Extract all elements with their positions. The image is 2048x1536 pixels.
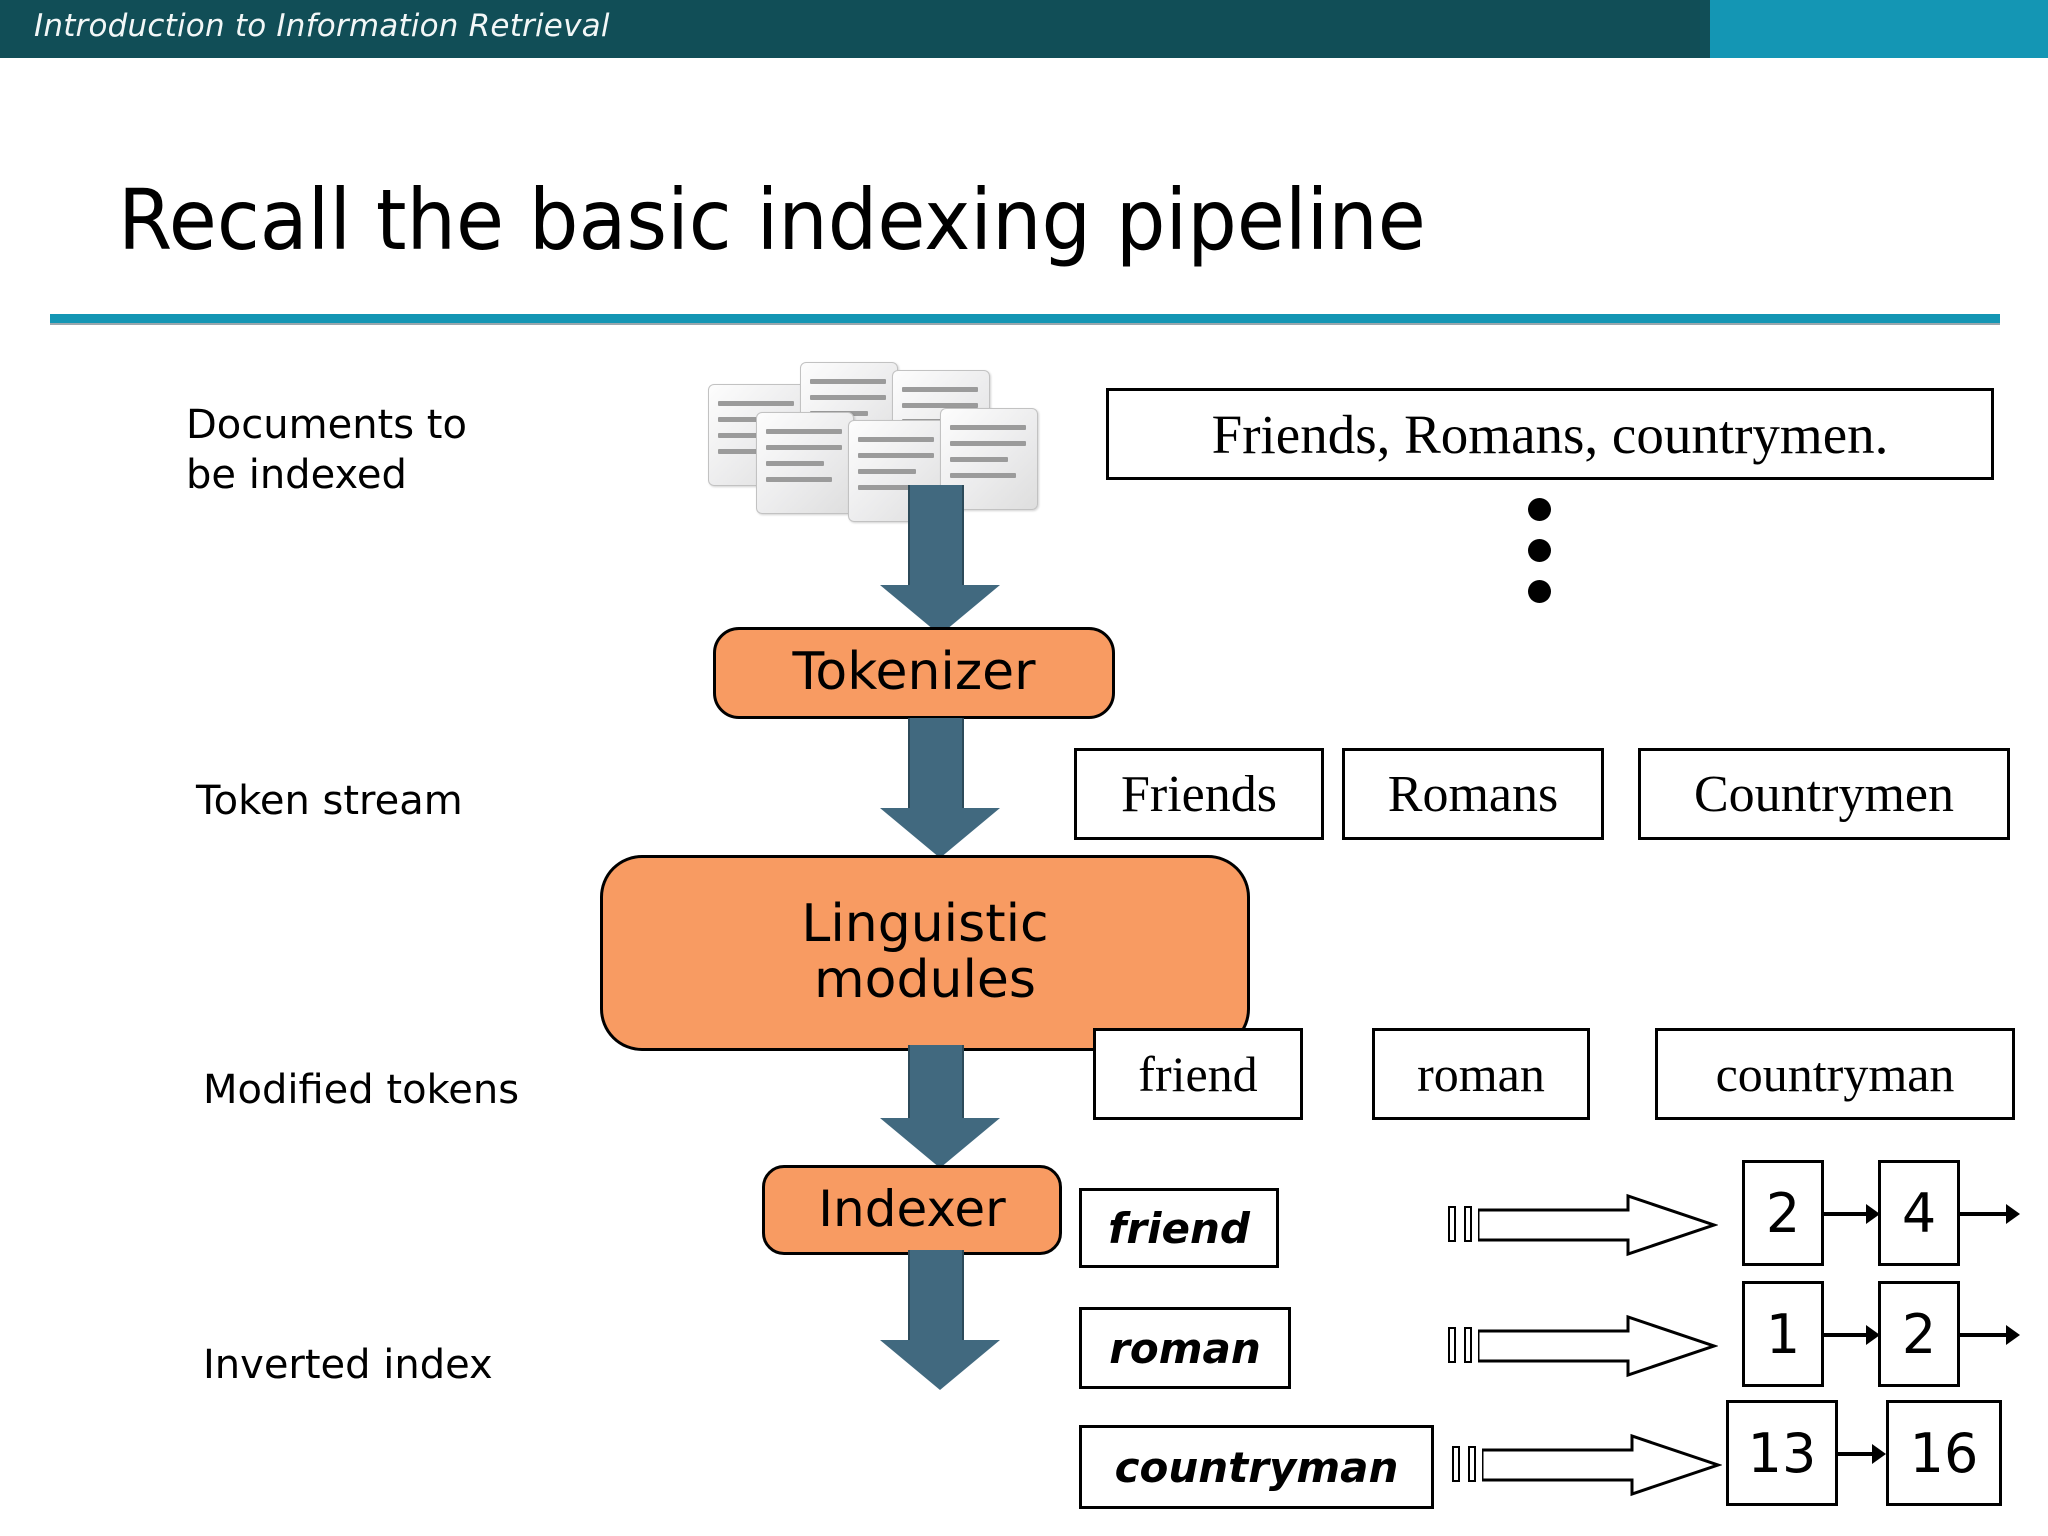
link-arrow-icon <box>1960 1204 2020 1224</box>
block-arrow-icon <box>1448 1313 1718 1379</box>
documents-stack-icon <box>708 362 1058 522</box>
link-arrow-icon <box>1960 1325 2020 1345</box>
stage-label-inverted-index: Inverted index <box>203 1342 493 1388</box>
modified-token-box: roman <box>1372 1028 1590 1120</box>
header-band-light <box>1710 0 2048 58</box>
link-arrow-icon <box>1838 1444 1886 1464</box>
flow-arrow-documents-to-tokenizer <box>880 485 1000 635</box>
sample-document-box: Friends, Romans, countrymen. <box>1106 388 1994 480</box>
posting-box: 16 <box>1886 1400 2002 1506</box>
block-arrow-icon <box>1452 1432 1722 1498</box>
link-arrow-icon <box>1824 1325 1880 1345</box>
posting-box: 2 <box>1742 1160 1824 1266</box>
posting-box: 4 <box>1878 1160 1960 1266</box>
token-box: Friends <box>1074 748 1324 840</box>
index-term-box: friend <box>1079 1188 1279 1268</box>
stage-label-documents: Documents to be indexed <box>186 402 467 499</box>
posting-box: 1 <box>1742 1281 1824 1387</box>
stage-label-token-stream: Token stream <box>196 778 463 824</box>
token-box: Countrymen <box>1638 748 2010 840</box>
vertical-ellipsis-icon <box>1528 498 1558 621</box>
process-box-indexer[interactable]: Indexer <box>762 1165 1062 1255</box>
posting-box: 13 <box>1726 1400 1838 1506</box>
flow-arrow-tokenizer-to-linguistic <box>880 718 1000 868</box>
title-divider-rule <box>50 314 2000 325</box>
stage-label-modified-tokens: Modified tokens <box>203 1067 520 1113</box>
posting-box: 2 <box>1878 1281 1960 1387</box>
header-band-dark <box>0 0 1710 58</box>
token-box: Romans <box>1342 748 1604 840</box>
index-term-box: roman <box>1079 1307 1291 1389</box>
slide-header-bar: Introduction to Information Retrieval <box>0 0 2048 58</box>
block-arrow-icon <box>1448 1192 1718 1258</box>
modified-token-box: countryman <box>1655 1028 2015 1120</box>
process-box-linguistic-modules[interactable]: Linguistic modules <box>600 855 1250 1051</box>
flow-arrow-indexer-to-index <box>880 1250 1000 1395</box>
document-sheet-icon <box>756 412 854 514</box>
link-arrow-icon <box>1824 1204 1880 1224</box>
modified-token-box: friend <box>1093 1028 1303 1120</box>
process-box-tokenizer[interactable]: Tokenizer <box>713 627 1115 719</box>
flow-arrow-linguistic-to-indexer <box>880 1045 1000 1173</box>
page-title: Recall the basic indexing pipeline <box>118 171 1426 269</box>
header-title: Introduction to Information Retrieval <box>34 8 610 44</box>
index-term-box: countryman <box>1079 1425 1434 1509</box>
